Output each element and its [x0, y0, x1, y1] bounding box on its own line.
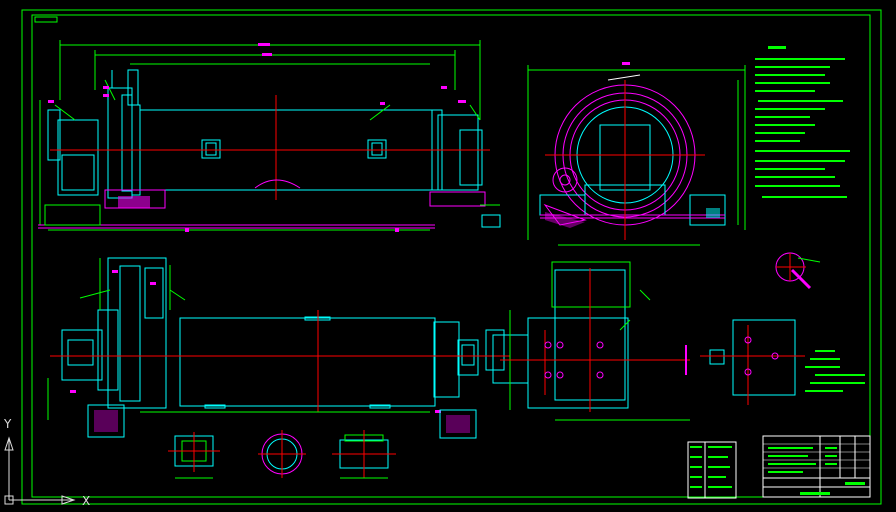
end-view — [527, 62, 746, 246]
plan-view — [47, 257, 510, 439]
technical-notes — [755, 46, 850, 198]
x-axis-arrow-icon — [9, 495, 76, 505]
title-block — [762, 435, 871, 498]
drawing-frame — [21, 9, 882, 505]
elevation-view — [38, 40, 501, 232]
section-detail-c — [332, 430, 396, 479]
section-detail-a — [168, 432, 220, 479]
pinion-layout-view — [492, 261, 690, 421]
section-detail-b — [258, 430, 306, 478]
parts-list — [687, 441, 737, 499]
gear-detail-view — [775, 252, 821, 290]
x-axis-label: X — [82, 494, 90, 508]
ucs-icon: Y X — [3, 417, 90, 508]
detail-view — [700, 319, 865, 405]
y-axis-label: Y — [3, 417, 12, 431]
y-axis-arrow-icon — [4, 436, 14, 500]
